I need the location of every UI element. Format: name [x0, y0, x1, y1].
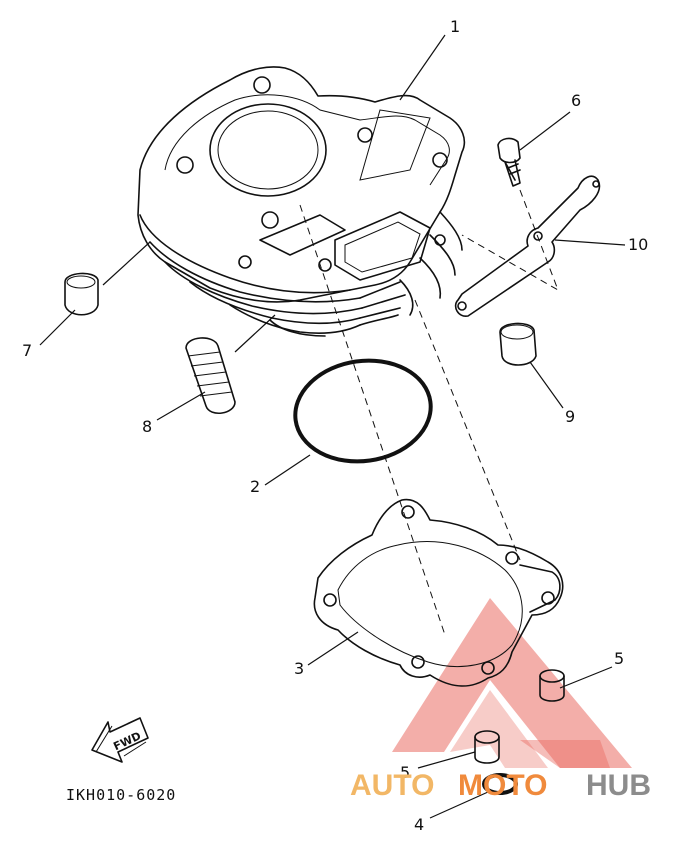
- dowel-pin-part-5b: [474, 730, 500, 764]
- alignment-lines: [299, 189, 559, 636]
- callout-5a: 5: [614, 649, 624, 668]
- watermark-text: AUTO MOTO HUB: [350, 769, 651, 802]
- callout-labels: 1 6 10 7 8 9 2 3 5 5 4: [22, 17, 648, 834]
- watermark-moto: MOTO: [458, 769, 547, 802]
- callout-2: 2: [250, 477, 260, 496]
- watermark-auto: AUTO: [350, 769, 434, 802]
- callout-9: 9: [565, 407, 575, 426]
- dowel-part-7: [64, 272, 99, 316]
- callout-5b: 5: [400, 763, 410, 782]
- o-ring-part-4: [482, 773, 518, 795]
- fwd-label: FWD: [111, 729, 143, 753]
- dowel-pin-part-5a: [539, 669, 565, 702]
- callout-10: 10: [628, 235, 648, 254]
- bolt-part-6: [497, 137, 521, 187]
- callout-6: 6: [571, 91, 581, 110]
- callout-7: 7: [22, 341, 32, 360]
- callout-1: 1: [450, 17, 460, 36]
- watermark-logo: [392, 598, 632, 768]
- drawing-code: IKH010-6020: [66, 786, 176, 804]
- callout-4: 4: [414, 815, 424, 834]
- stud-part-8: [185, 337, 236, 414]
- gasket-part-3: [313, 498, 564, 687]
- callout-8: 8: [142, 417, 152, 436]
- o-ring-part-2: [293, 358, 433, 464]
- dowel-part-9: [499, 322, 537, 366]
- watermark-hub: HUB: [586, 769, 651, 802]
- cylinder-part-1: [137, 66, 466, 337]
- fwd-arrow-icon: FWD: [91, 717, 149, 763]
- callout-3: 3: [294, 659, 304, 678]
- bracket-part-10: [454, 175, 601, 317]
- leader-lines: [39, 34, 626, 819]
